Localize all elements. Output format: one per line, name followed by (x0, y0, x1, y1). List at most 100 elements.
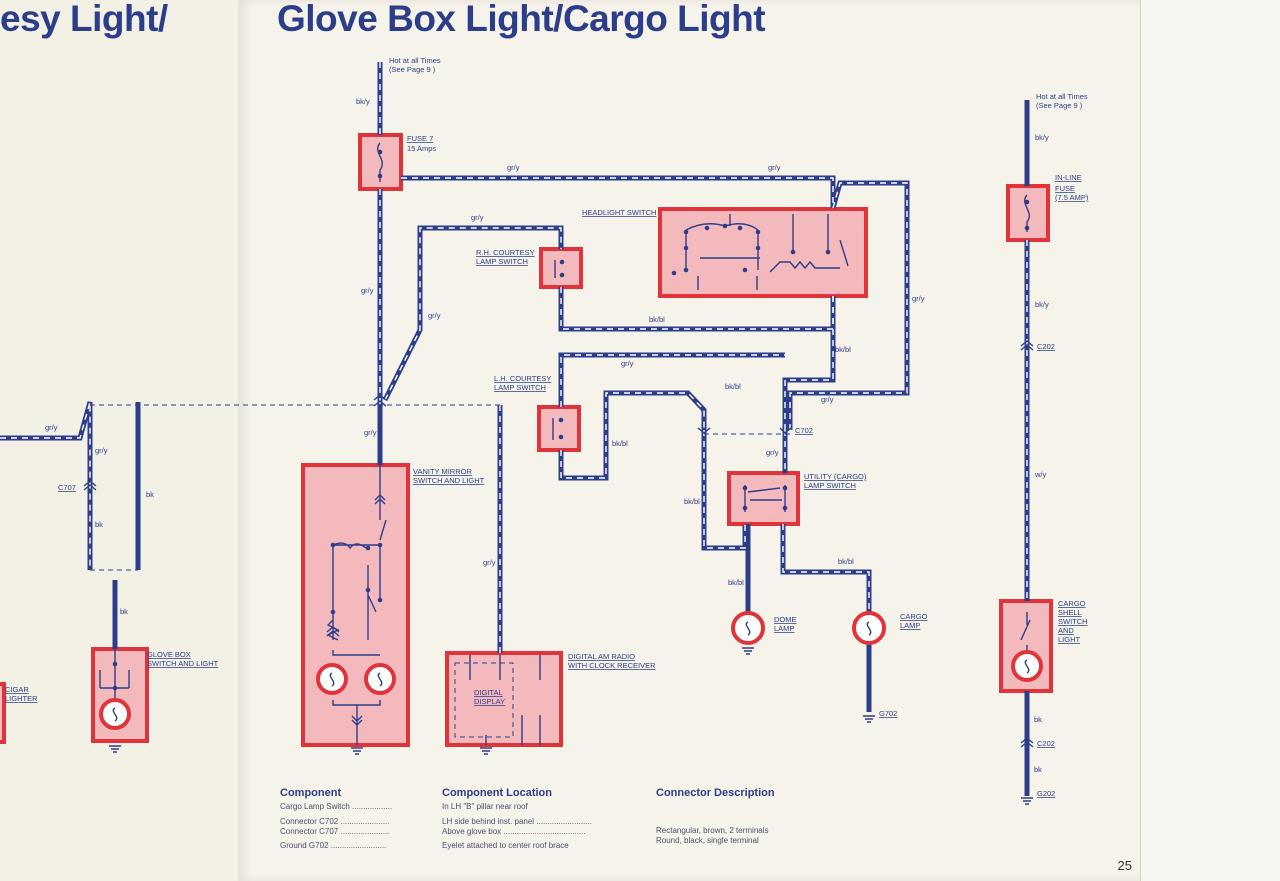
wire-label-gry-7: gr/y (621, 359, 634, 368)
wire-fuse7-gry-main (401, 175, 836, 208)
fuse7-label: FUSE 7 (407, 134, 433, 143)
legend-connector-row: Rectangular, brown, 2 terminals (656, 826, 769, 835)
wire-label-gry-12: gr/y (45, 423, 58, 432)
dome-lamp-label2: LAMP (774, 624, 794, 633)
wire-label-bkbl-4: bk/bl (612, 439, 628, 448)
legend-component-row: Connector C707 ...................... (280, 827, 390, 836)
headlight-switch-label: HEADLIGHT SWITCH (582, 208, 656, 217)
vanity-label2: SWITCH AND LIGHT (413, 476, 485, 485)
wire-label-gry-10: gr/y (766, 448, 779, 457)
cargo-lamp-bulb (852, 611, 886, 645)
radio-internals (454, 655, 541, 745)
inline-fuse-box (1006, 184, 1050, 242)
wire-label-gry-2: gr/y (768, 163, 781, 172)
cargo-shell-box (999, 599, 1053, 693)
hot-right-line1: Hot at all Times (1036, 92, 1088, 101)
wire-label-gry-3: gr/y (471, 213, 484, 222)
connector-c707-label: C707 (58, 483, 76, 492)
vanity-label1: VANITY MIRROR (413, 467, 472, 476)
legend-connector-column: Connector Description Rectangular, brown… (656, 788, 856, 846)
inline-fuse-label2: FUSE (1055, 184, 1075, 193)
lh-courtesy-label1: L.H. COURTESY (494, 374, 551, 383)
wire-lh-courtesy-out (558, 390, 707, 481)
cigar-label2: LIGHTER (5, 694, 38, 703)
legend-location-heading: Component Location (442, 787, 552, 799)
page-edge (1140, 0, 1280, 881)
cargo-shell-label5: LIGHT (1058, 635, 1081, 644)
wire-stripes (0, 62, 1028, 653)
radio-label1: DIGITAL AM RADIO (568, 652, 635, 661)
wire-label-bk-1: bk (146, 490, 154, 499)
connector-c202-upper-label: C202 (1037, 342, 1055, 351)
rh-courtesy-label1: R.H. COURTESY (476, 248, 535, 257)
page-number: 25 (1117, 858, 1132, 873)
ground-g202-label: G202 (1037, 789, 1055, 798)
wire-label-gry-11: gr/y (483, 558, 496, 567)
fuse7-box (358, 133, 403, 191)
vanity-lamp-right (364, 663, 396, 695)
legend-component-row: Cargo Lamp Switch .................. (280, 802, 393, 811)
hot-right-line2: (See Page 9 ) (1036, 101, 1083, 110)
cargo-shell-label2: SHELL (1058, 608, 1082, 617)
cargo-shell-label1: CARGO (1058, 599, 1086, 608)
headlight-switch-symbols (671, 214, 849, 290)
legend-component-heading: Component (280, 787, 342, 799)
rh-courtesy-label2: LAMP SWITCH (476, 257, 528, 266)
wire-label-bkbl-5: bk/bl (684, 497, 700, 506)
utility-switch-box (727, 471, 800, 526)
wire-label-bky-right2: bk/y (1035, 300, 1049, 309)
connector-c702-label: C702 (795, 426, 813, 435)
glove-box-label1: GLOVE BOX (147, 650, 191, 659)
wire-cargo-lamp (780, 524, 872, 612)
cigar-label1: CIGAR (5, 685, 29, 694)
wire-label-wy: w/y (1034, 470, 1047, 479)
utility-label1: UTILITY (CARGO) (804, 472, 867, 481)
cigar-lighter-box (0, 682, 6, 744)
glove-box-bulb (99, 698, 131, 730)
legend-location-row: Above glove box ........................… (442, 827, 586, 836)
fuse7-amps: 15 Amps (407, 144, 436, 153)
headlight-switch-box (658, 207, 868, 298)
lh-courtesy-switch-symbol (552, 417, 564, 440)
wire-label-gry-5: gr/y (428, 311, 441, 320)
wire-label-gry-8: gr/y (821, 395, 834, 404)
wire-label-bk-5: bk (1034, 765, 1042, 774)
connector-c202-lower-label: C202 (1037, 739, 1055, 748)
rh-courtesy-switch-symbol (554, 259, 565, 278)
left-page-title: esy Light/ (0, 0, 168, 39)
lh-courtesy-switch-box (537, 405, 581, 452)
cargo-lamp-label2: LAMP (900, 621, 920, 630)
digital-display-label1: DIGITAL (474, 688, 503, 697)
vanity-mirror-box (301, 463, 410, 747)
legend-connector-row: Round, black, single terminal (656, 836, 759, 845)
utility-switch-symbol (742, 485, 788, 512)
wire-label-gry-4: gr/y (361, 286, 374, 295)
legend-component-row: Connector C702 ...................... (280, 817, 390, 826)
dome-lamp-label1: DOME (774, 615, 797, 624)
radio-box (445, 651, 563, 747)
wire-label-gry-9: gr/y (364, 428, 377, 437)
legend-location-row: LH side behind inst. panel .............… (442, 817, 592, 826)
inline-fuse-symbol (1024, 194, 1030, 232)
wire-lh-courtesy-top (558, 352, 785, 407)
wire-headlight-gry-loop (787, 180, 910, 430)
hot-left-line2: (See Page 9 ) (389, 65, 436, 74)
legend-location-column: Component Location In LH "B" pillar near… (442, 788, 648, 851)
cargo-shell-label4: AND (1058, 626, 1074, 635)
wire-label-bkbl-7: bk/bl (728, 578, 744, 587)
rh-courtesy-switch-box (539, 247, 583, 289)
utility-label2: LAMP SWITCH (804, 481, 856, 490)
connector-chevrons (83, 340, 1034, 748)
wire-label-bkbl-2: bk/bl (835, 345, 851, 354)
wire-label-bk-4: bk (1034, 715, 1042, 724)
legend-location-row: In LH "B" pillar near roof (442, 802, 528, 811)
wire-label-bkbl-3: bk/bl (725, 382, 741, 391)
ground-symbols (109, 647, 1033, 805)
inline-fuse-label1: IN-LINE (1055, 173, 1082, 182)
wire-label-bkbl-1: bk/bl (649, 315, 665, 324)
wire-label-bky-top: bk/y (356, 97, 370, 106)
lh-courtesy-label2: LAMP SWITCH (494, 383, 546, 392)
legend-component-row: Ground G702 ......................... (280, 841, 387, 850)
cargo-shell-label3: SWITCH (1058, 617, 1088, 626)
